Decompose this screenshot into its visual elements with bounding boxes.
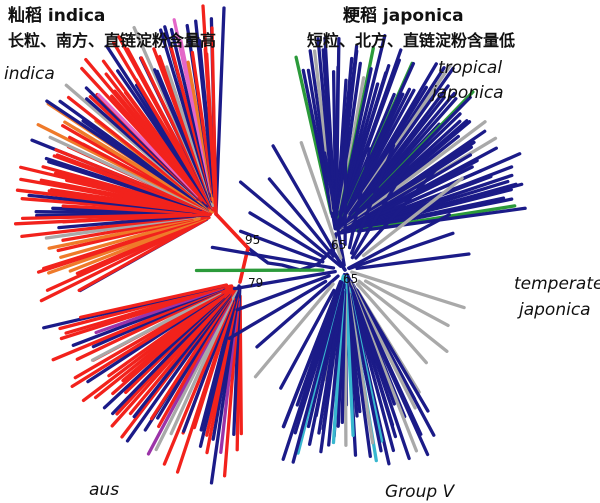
branch-72 [190,50,215,195]
branch-230 [267,177,336,258]
branch-158 [334,36,341,212]
tropical-japonica-label-line1: tropical [438,58,503,78]
branch-264 [347,282,396,453]
branch-237 [235,274,331,312]
branch-15 [41,165,201,212]
branch-238 [227,279,328,341]
branch-219 [347,231,455,271]
branch-293 [282,287,340,429]
branch-233 [238,229,325,264]
branch-35 [66,95,200,201]
branch-79 [77,218,207,292]
branch-206 [351,152,522,229]
branch-183 [348,66,455,216]
branch-280 [327,289,345,447]
branch-249 [357,279,449,353]
branch-234 [210,245,336,270]
branch-283 [317,289,344,435]
branch-226 [343,131,348,247]
branch-87 [59,217,201,259]
indica-tall-branch-3 [210,26,218,216]
branch-201 [351,153,473,226]
branch-251 [350,270,466,310]
bootstrap-value-indica: 95 [245,233,261,247]
branch-218 [355,252,471,271]
branch-267 [348,292,383,453]
branch-172 [338,58,401,223]
japonica-title: 粳稻 japonica [343,6,464,26]
branch-108 [175,300,235,474]
branch-231 [238,180,343,268]
bootstrap-value-temperate: 65 [343,272,359,286]
branch-241 [279,288,336,390]
branch-252 [355,288,430,413]
branch-250 [363,279,450,328]
indica-tall-branch-2 [214,6,226,216]
group-v-label: Group V [385,482,455,502]
branch-236 [232,269,337,291]
branch-224 [349,143,396,255]
branch-137 [90,291,222,362]
branch-225 [347,147,372,250]
backbone-indica-stem [214,212,250,250]
branch-239 [255,274,340,349]
branch-240 [253,282,335,379]
branch-221 [361,176,464,258]
bootstrap-value-aus: 79 [248,276,264,290]
branch-111 [162,300,234,466]
branch-232 [248,211,327,260]
aus-group-label: aus [89,480,120,500]
branch-95 [20,212,193,221]
branch-147 [78,283,229,319]
branch-135 [73,292,222,380]
indica-title: 籼稻 indica [8,6,106,26]
branch-55 [125,47,214,208]
branch-220 [347,213,451,270]
branch-222 [354,165,441,260]
branch-223 [350,161,411,260]
temperate-japonica-label-line2: japonica [519,300,591,320]
japonica-traits: 短粒、北方、直链淀粉含量低 [307,31,516,50]
temperate-japonica-label-line1: temperate [514,274,600,294]
branch-227 [323,151,346,267]
bootstrap-value-tropical: 65 [331,238,347,252]
indica-traits: 长粒、南方、直链淀粉含量高 [8,31,217,50]
branch-229 [271,144,336,252]
branch-248 [355,282,428,365]
tropical-japonica-label-line2: japonica [432,83,504,103]
indica-group-label: indica [4,64,55,84]
branch-228 [299,141,343,260]
backbone-temperate-stem [330,248,347,272]
